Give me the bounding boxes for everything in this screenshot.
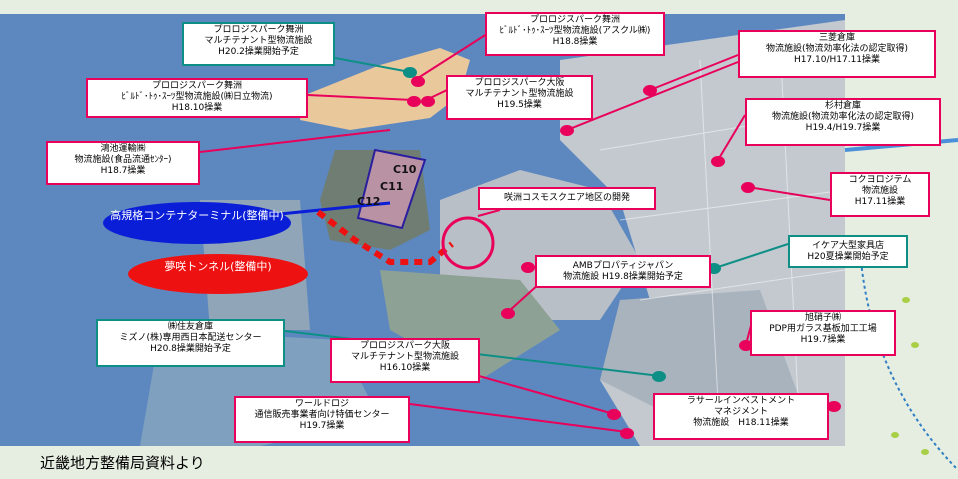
f6-line-2: 物流施設(物流効率化法の認定取得) <box>771 112 915 122</box>
marker-f1[interactable] <box>403 67 417 78</box>
f10-line-1: イケア大型家具店 <box>811 241 884 251</box>
f10-line-2: H20夏操業開始予定 <box>807 252 889 262</box>
f5-line-3: H17.10/H17.11操業 <box>793 55 881 65</box>
f7-line-3: H18.7操業 <box>100 166 146 176</box>
terminal-line-2: ターミナル(整備中) <box>187 209 284 222</box>
f16-line-3: 物流施設 H18.11操業 <box>693 418 789 428</box>
f6-line-3: H19.4/H19.7操業 <box>805 123 881 133</box>
f13-line-2: ミズノ(株)専用西日本配送センター <box>119 333 262 343</box>
f9-line-3: H17.11操業 <box>854 197 906 207</box>
marker-f4[interactable] <box>421 96 435 107</box>
f15-line-2: 通信販売事業者向け特価センター <box>254 410 390 420</box>
marker-f5[interactable] <box>643 85 657 96</box>
f14-line-1: プロロジスパーク大阪 <box>359 341 450 351</box>
marker-f15[interactable] <box>620 428 634 439</box>
sakishima-south <box>380 270 560 380</box>
maishima-island <box>300 48 470 130</box>
f2-line-1: プロロジスパーク舞洲 <box>529 15 620 25</box>
marker-f12[interactable] <box>739 340 753 351</box>
berth-c11: C11 <box>380 180 404 193</box>
tunnel-line-2: (整備中) <box>230 260 272 273</box>
f13-line-3: H20.8操業開始予定 <box>150 344 231 354</box>
marker-f6[interactable] <box>711 156 725 167</box>
tunnel-line-1: 夢咲トンネル <box>164 260 231 273</box>
f1-line-3: H20.2操業開始予定 <box>218 47 299 57</box>
marker-f10[interactable] <box>707 263 721 274</box>
f6-line-1: 杉村倉庫 <box>824 101 861 111</box>
marker-f14[interactable] <box>607 409 621 420</box>
f15-line-3: H19.7操業 <box>299 421 345 431</box>
f4-line-2: マルチテナント型物流施設 <box>465 89 574 99</box>
f1-line-1: プロロジスパーク舞洲 <box>213 25 304 35</box>
f3-line-1: プロロジスパーク舞洲 <box>151 81 242 91</box>
f8-line-1: 咲洲コスモスクエア地区の開発 <box>503 193 630 203</box>
facility-box-f5[interactable]: 三菱倉庫物流施設(物流効率化法の認定取得)H17.10/H17.11操業 <box>738 30 936 78</box>
f2-line-2: ﾋﾞﾙﾄﾞ･ﾄｩ･ｽｰﾂ型物流施設(アスクル㈱) <box>499 26 651 36</box>
f3-line-2: ﾋﾞﾙﾄﾞ･ﾄｩ･ｽｰﾂ型物流施設(㈱日立物流) <box>121 92 273 102</box>
f1-line-2: マルチテナント型物流施設 <box>204 36 313 46</box>
f15-line-1: ワールドロジ <box>294 399 349 409</box>
f16-line-2: マネジメント <box>713 407 768 417</box>
f7-line-1: 鴻池運輸㈱ <box>100 144 146 154</box>
facility-box-f16[interactable]: ラサールインベストメントマネジメント物流施設 H18.11操業 <box>653 393 829 440</box>
f9-line-2: 物流施設 <box>861 186 898 196</box>
f2-line-3: H18.8操業 <box>552 37 598 47</box>
facility-box-f11[interactable]: AMBプロパティジャパン物流施設 H19.8操業開始予定 <box>535 255 711 288</box>
marker-f2[interactable] <box>411 76 425 87</box>
marker-f11[interactable] <box>501 308 515 319</box>
f12-line-2: PDP用ガラス基板加工工場 <box>769 324 877 334</box>
f14-line-2: マルチテナント型物流施設 <box>350 352 459 362</box>
berth-area <box>356 148 427 230</box>
terminal-label: 高規格コンテナターミナル(整備中) <box>103 202 291 244</box>
f11-line-2: 物流施設 H19.8操業開始予定 <box>563 272 683 282</box>
f14-line-3: H16.10操業 <box>379 363 431 373</box>
berth-c10: C10 <box>393 163 417 176</box>
marker-f11b[interactable] <box>521 262 535 273</box>
marker-f9[interactable] <box>741 182 755 193</box>
boundary-line <box>859 249 958 471</box>
facility-box-f7[interactable]: 鴻池運輸㈱物流施設(食品流通ｾﾝﾀｰ)H18.7操業 <box>46 141 200 185</box>
cosmo-square-circle <box>441 216 495 270</box>
f16-line-1: ラサールインベストメント <box>686 396 796 406</box>
marker-f3[interactable] <box>407 96 421 107</box>
f9-line-1: コクヨロジテム <box>848 175 912 185</box>
f5-line-2: 物流施設(物流効率化法の認定取得) <box>765 44 909 54</box>
terminal-pointer <box>279 201 391 216</box>
f4-line-1: プロロジスパーク大阪 <box>474 78 565 88</box>
facility-box-f6[interactable]: 杉村倉庫物流施設(物流効率化法の認定取得)H19.4/H19.7操業 <box>745 98 941 146</box>
f12-line-1: 旭硝子㈱ <box>804 313 841 323</box>
f12-line-3: H19.7操業 <box>800 335 846 345</box>
marker-f13[interactable] <box>652 371 666 382</box>
tunnel-route <box>316 209 454 265</box>
berth-c12: C12 <box>357 195 381 208</box>
facility-box-f2[interactable]: プロロジスパーク舞洲ﾋﾞﾙﾄﾞ･ﾄｩ･ｽｰﾂ型物流施設(アスクル㈱)H18.8操… <box>485 12 665 56</box>
facility-box-f3[interactable]: プロロジスパーク舞洲ﾋﾞﾙﾄﾞ･ﾄｩ･ｽｰﾂ型物流施設(㈱日立物流)H18.10… <box>86 78 308 118</box>
tunnel-label: 夢咲トンネル(整備中) <box>128 254 308 294</box>
terminal-line-1: 高規格コンテナ <box>110 209 188 222</box>
f7-line-2: 物流施設(食品流通ｾﾝﾀｰ) <box>74 155 172 165</box>
f13-line-1: ㈱住友倉庫 <box>167 322 213 332</box>
facility-box-f8[interactable]: 咲洲コスモスクエア地区の開発 <box>478 187 656 210</box>
source-credit: 近畿地方整備局資料より <box>40 454 205 472</box>
marker-f5b[interactable] <box>560 125 574 136</box>
f11-line-1: AMBプロパティジャパン <box>572 261 674 271</box>
f3-line-3: H18.10操業 <box>171 103 223 113</box>
f4-line-3: H19.5操業 <box>497 100 542 110</box>
f5-line-1: 三菱倉庫 <box>818 33 855 43</box>
marker-f16[interactable] <box>827 401 841 412</box>
